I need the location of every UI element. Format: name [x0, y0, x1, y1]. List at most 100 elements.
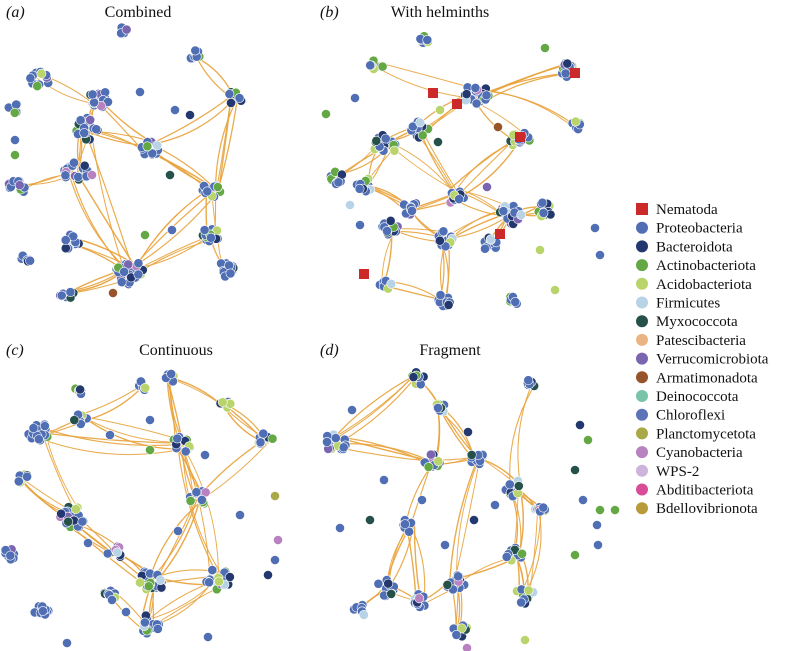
network-node — [270, 491, 280, 501]
network-node — [152, 140, 163, 151]
network-edge — [182, 448, 223, 576]
network-node — [454, 194, 464, 204]
legend-marker — [636, 277, 648, 290]
network-node — [373, 578, 384, 589]
network-node — [537, 197, 548, 208]
network-node — [520, 635, 530, 645]
network-node — [380, 133, 391, 144]
legend-label: Proteobacteria — [656, 221, 743, 237]
network-node — [466, 449, 477, 460]
network-edge — [195, 56, 233, 94]
network-edge — [331, 373, 417, 439]
nematoda-node — [452, 99, 462, 109]
network-node — [371, 135, 382, 146]
nematoda-node — [515, 132, 525, 142]
network-node — [89, 97, 99, 108]
network-panel-d — [322, 367, 620, 651]
network-node — [142, 141, 153, 152]
legend-label: Myxococcota — [656, 314, 738, 330]
network-node — [191, 487, 202, 497]
legend-label: WPS-2 — [656, 464, 699, 480]
network-node — [133, 258, 144, 269]
network-edge — [149, 498, 205, 578]
network-node — [258, 428, 269, 439]
legend: NematodaProteobacteriaBacteroidotaActino… — [636, 202, 769, 517]
legend-marker — [636, 296, 648, 309]
network-node — [75, 384, 85, 395]
network-node — [400, 519, 410, 530]
network-node — [123, 259, 134, 270]
legend-marker — [636, 464, 648, 477]
network-edge — [335, 373, 419, 436]
network-node — [224, 260, 234, 271]
network-edge — [90, 129, 127, 275]
network-node — [354, 183, 365, 194]
network-node — [595, 505, 605, 515]
network-node — [493, 122, 503, 132]
network-node — [143, 581, 154, 592]
network-node — [273, 535, 283, 545]
panel-c-letter: (c) — [6, 342, 24, 359]
network-node — [570, 116, 581, 127]
network-node — [593, 540, 603, 550]
network-node — [595, 250, 605, 260]
network-node — [140, 230, 150, 240]
network-node — [345, 200, 355, 210]
nematoda-node — [428, 88, 438, 98]
network-node — [535, 245, 545, 255]
network-node — [462, 643, 472, 651]
network-node — [389, 145, 400, 156]
legend-marker — [636, 315, 648, 328]
network-node — [435, 290, 446, 300]
network-node — [578, 495, 588, 505]
network-node — [234, 93, 245, 103]
network-node — [116, 277, 127, 287]
network-node — [480, 243, 490, 254]
network-node — [87, 89, 98, 100]
network-node — [379, 475, 389, 485]
network-node — [358, 610, 369, 620]
network-node — [121, 24, 132, 35]
network-node — [105, 430, 115, 440]
network-node — [77, 516, 88, 527]
network-node — [433, 456, 444, 467]
network-node — [224, 572, 235, 582]
network-node — [10, 150, 20, 160]
network-node — [471, 98, 482, 109]
network-node — [377, 61, 388, 72]
legend-marker — [636, 333, 648, 346]
network-node — [180, 446, 191, 457]
network-node — [107, 595, 117, 605]
network-node — [145, 445, 155, 455]
network-node — [438, 226, 449, 237]
network-edge — [171, 378, 223, 406]
network-node — [139, 617, 150, 628]
network-node — [224, 89, 235, 99]
network-node — [165, 170, 175, 180]
network-node — [440, 540, 450, 550]
network-node — [185, 495, 196, 506]
network-node — [404, 526, 414, 537]
network-edge — [83, 127, 134, 270]
legend-label: Bacteroidota — [656, 239, 733, 255]
network-node — [425, 449, 436, 460]
network-node — [516, 597, 526, 608]
network-node — [5, 550, 16, 561]
network-node — [575, 420, 585, 430]
network-node — [523, 375, 534, 386]
legend-label: Actinobacteriota — [656, 258, 756, 274]
network-node — [562, 58, 573, 69]
network-edge — [214, 101, 237, 190]
network-node — [490, 500, 500, 510]
panel-a-letter: (a) — [6, 4, 25, 21]
network-node — [65, 287, 76, 297]
panel-a-title: Combined — [105, 4, 172, 21]
network-edge — [224, 407, 262, 437]
network-node — [212, 182, 223, 192]
network-node — [62, 638, 72, 648]
network-node — [166, 368, 177, 379]
network-node — [73, 171, 84, 182]
network-node — [407, 205, 417, 216]
network-node — [145, 415, 155, 425]
network-node — [451, 630, 462, 640]
